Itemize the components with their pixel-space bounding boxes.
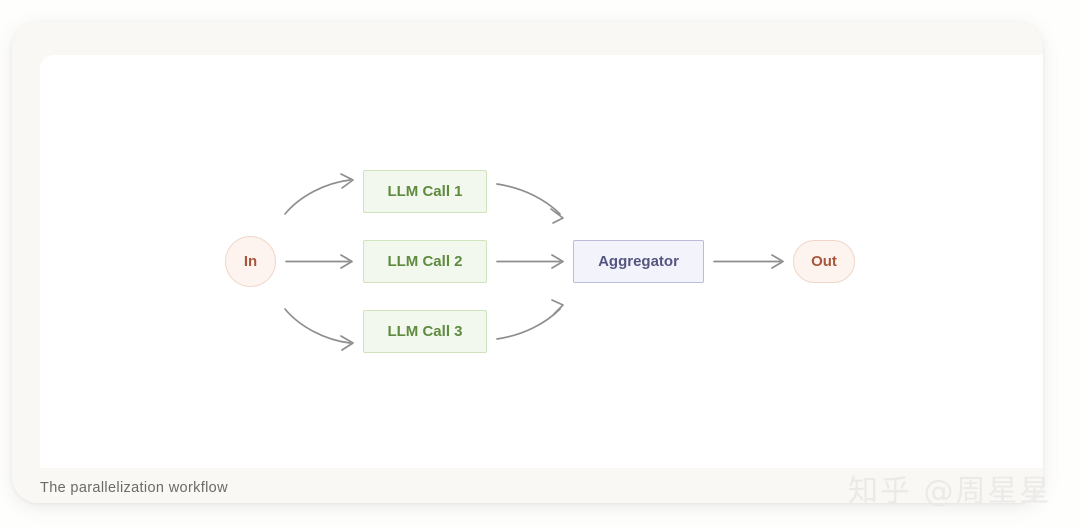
- node-llm-call-3[interactable]: LLM Call 3: [363, 310, 487, 353]
- node-in-label: In: [243, 253, 258, 270]
- node-aggregator-label: Aggregator: [598, 253, 679, 270]
- node-llm-call-3-label: LLM Call 3: [387, 323, 463, 340]
- diagram-panel: [40, 55, 1043, 468]
- diagram-caption: The parallelization workflow: [40, 480, 228, 496]
- node-in[interactable]: In: [225, 236, 276, 287]
- node-aggregator[interactable]: Aggregator: [573, 240, 704, 283]
- node-out-label: Out: [811, 253, 837, 270]
- node-llm-call-2-label: LLM Call 2: [387, 253, 463, 270]
- node-llm-call-1[interactable]: LLM Call 1: [363, 170, 487, 213]
- node-llm-call-2[interactable]: LLM Call 2: [363, 240, 487, 283]
- node-out[interactable]: Out: [793, 240, 855, 283]
- node-llm-call-1-label: LLM Call 1: [387, 183, 463, 200]
- zhihu-watermark: 知乎 @周星星: [848, 474, 1052, 509]
